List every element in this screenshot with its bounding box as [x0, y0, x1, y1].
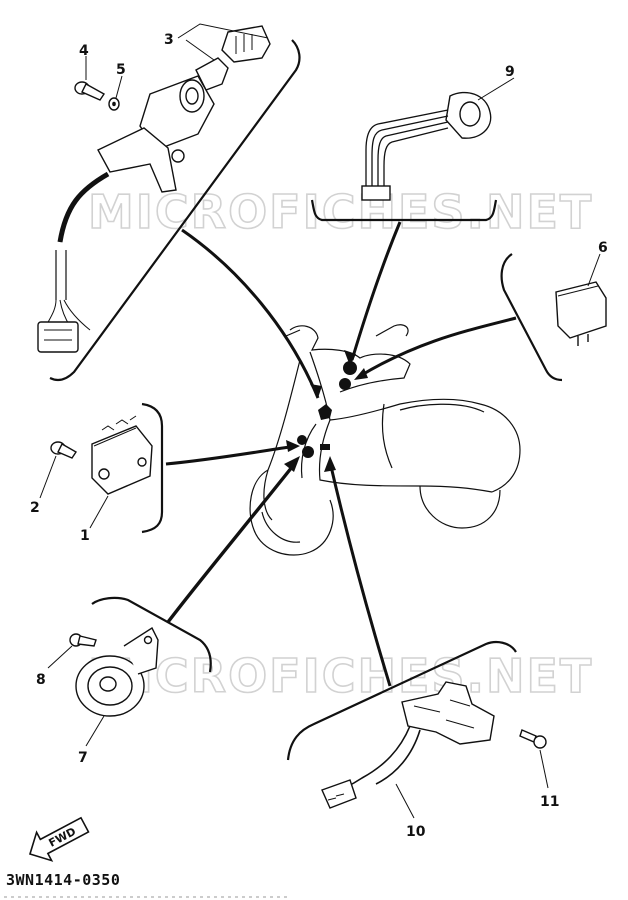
main-switch-assembly: [37, 25, 271, 353]
callout-7: 7: [78, 750, 88, 766]
drawing-code: 3WN1414-0350: [6, 871, 121, 889]
bracket-cdi: [141, 402, 164, 534]
bracket-horn: [91, 596, 212, 673]
relay-6: [555, 281, 607, 346]
watermark-top: MICROFICHES.NET: [88, 185, 593, 239]
screw-4: [74, 81, 106, 101]
fwd-arrow-icon: FWD: [28, 816, 90, 862]
callout-2: 2: [30, 500, 40, 516]
bracket-handlebar-switch: [286, 641, 517, 761]
callout-11: 11: [540, 794, 559, 810]
callout-9: 9: [505, 64, 515, 80]
horn-7: [75, 626, 159, 717]
handlebar-switch-10: [321, 681, 495, 809]
callout-6: 6: [598, 240, 608, 256]
callout-leaders: [39, 23, 601, 819]
sensor-9: [361, 91, 492, 201]
cdi-unit-1: [91, 415, 153, 495]
scooter-outline: [249, 324, 521, 556]
bolt-8: [69, 633, 97, 647]
callout-1: 1: [80, 528, 90, 544]
callout-3: 3: [164, 32, 174, 48]
mount-points: [297, 361, 357, 458]
callout-4: 4: [79, 43, 89, 59]
leader-arrows: [165, 221, 517, 687]
bracket-main-switch: [49, 39, 301, 382]
bracket-sensor: [310, 199, 498, 222]
watermark-bottom: MICROFICHES.NET: [88, 649, 593, 703]
screw-11: [519, 729, 547, 749]
bolt-2: [50, 441, 77, 459]
callout-8: 8: [36, 672, 46, 688]
bracket-relay: [500, 253, 563, 382]
callout-10: 10: [406, 824, 426, 840]
callout-5: 5: [116, 62, 126, 78]
washer-5: [108, 97, 120, 111]
